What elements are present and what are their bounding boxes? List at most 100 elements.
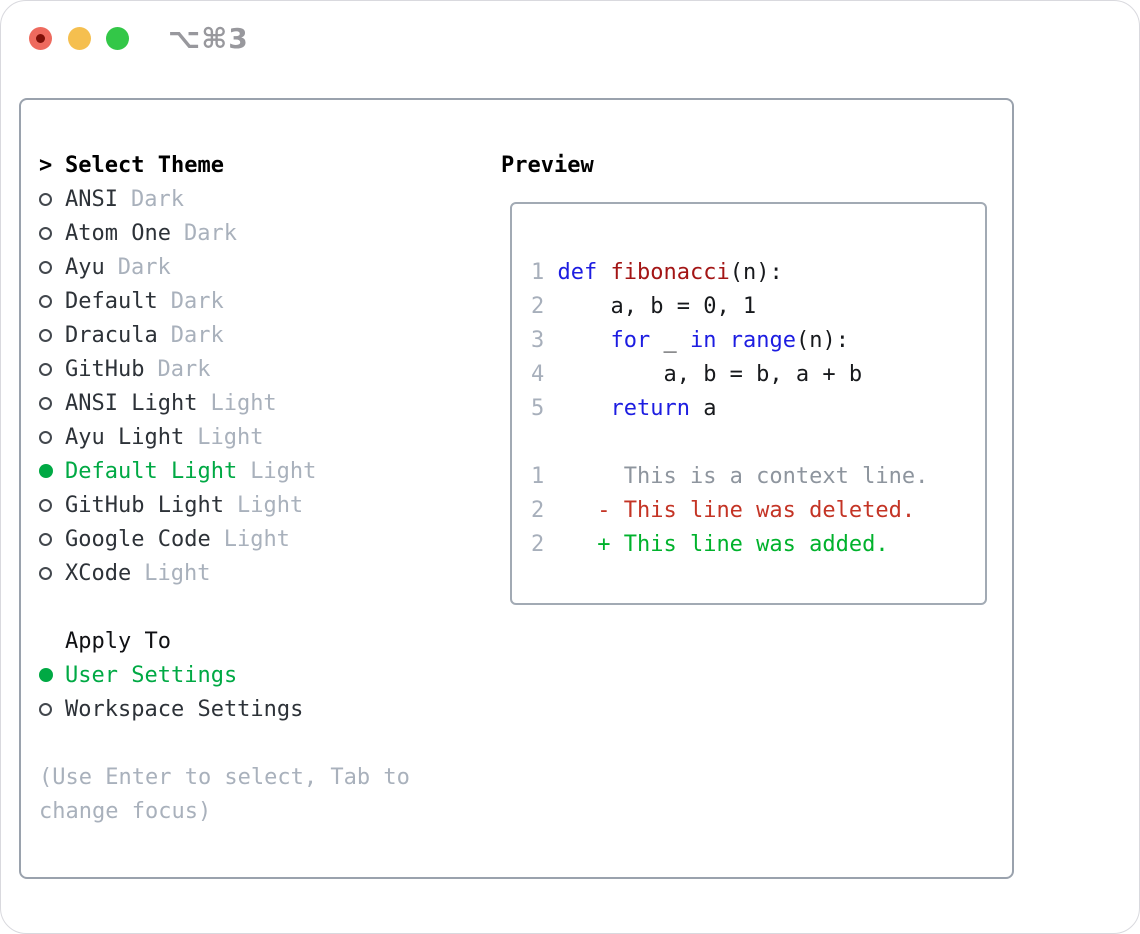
theme-option[interactable]: ANSI Dark: [39, 183, 410, 217]
theme-tag: Dark: [157, 357, 211, 382]
theme-option[interactable]: Atom One Dark: [39, 217, 410, 251]
code-token: [558, 396, 611, 421]
line-number: 2: [531, 294, 558, 319]
code-token: in: [689, 328, 717, 353]
theme-name: GitHub: [65, 357, 145, 382]
code-line: 3 for _ in range(n):: [531, 324, 985, 358]
spacer: [39, 727, 410, 761]
title-bar: ⌥⌘3: [1, 1, 1139, 77]
theme-name: Ayu: [65, 255, 105, 280]
radio-unselected-icon: [39, 217, 65, 251]
hint-text: change focus): [39, 799, 212, 824]
code-token: a, b = 0, 1: [557, 294, 757, 319]
code-token: [558, 328, 611, 353]
code-token: a, b = b, a + b: [557, 362, 863, 387]
code-token: - This line was deleted.: [557, 498, 916, 523]
radio-selected-icon: [39, 659, 65, 693]
theme-name: Default: [65, 289, 158, 314]
theme-name: Default Light: [65, 459, 238, 484]
theme-option[interactable]: Default Dark: [39, 285, 410, 319]
theme-name: ANSI: [65, 187, 118, 212]
line-number: 1: [531, 464, 558, 489]
radio-unselected-icon: [39, 251, 65, 285]
section-title: Select Theme: [65, 153, 224, 178]
line-number: 5: [531, 396, 558, 421]
radio-unselected-icon: [39, 489, 65, 523]
cursor-icon: >: [39, 153, 53, 178]
line-number: 1: [531, 260, 558, 285]
code-token: for: [610, 328, 651, 353]
theme-tag: Dark: [170, 289, 224, 314]
code-line: 1 def fibonacci(n):: [531, 256, 985, 290]
theme-tag: Light: [250, 459, 317, 484]
apply-option-label: Workspace Settings: [65, 697, 304, 722]
code-token: range: [729, 328, 796, 353]
preview-title: Preview: [501, 153, 594, 178]
radio-unselected-icon: [39, 421, 65, 455]
apply-option-workspace-settings[interactable]: Workspace Settings: [39, 693, 410, 727]
theme-name: Google Code: [65, 527, 211, 552]
theme-name: GitHub Light: [65, 493, 224, 518]
theme-name: ANSI Light: [65, 391, 198, 416]
theme-tag: Light: [236, 493, 304, 518]
code-token: fibonacci: [610, 260, 730, 285]
radio-unselected-icon: [39, 183, 65, 217]
theme-option[interactable]: Ayu Dark: [39, 251, 410, 285]
line-number: 3: [531, 328, 558, 353]
theme-tag: Dark: [183, 221, 237, 246]
select-theme-header: > Select Theme: [39, 149, 410, 183]
code-token: This is a context line.: [557, 464, 929, 489]
radio-unselected-icon: [39, 387, 65, 421]
code-token: return: [610, 396, 690, 421]
theme-option-selected[interactable]: Default Light Light: [39, 455, 410, 489]
theme-tag: Dark: [130, 187, 184, 212]
theme-name: Atom One: [65, 221, 171, 246]
radio-unselected-icon: [39, 353, 65, 387]
apply-option-label: User Settings: [65, 663, 238, 688]
close-button[interactable]: [29, 27, 52, 50]
radio-selected-icon: [39, 455, 65, 489]
diff-context-line: 1 This is a context line.: [531, 460, 985, 494]
apply-to-header: Apply To: [39, 625, 410, 659]
blank-line: [531, 426, 985, 460]
line-number: 2: [531, 532, 558, 557]
theme-name: XCode: [65, 561, 132, 586]
code-line: 2 a, b = 0, 1: [531, 290, 985, 324]
theme-option[interactable]: Ayu Light Light: [39, 421, 410, 455]
code-line: 4 a, b = b, a + b: [531, 358, 985, 392]
code-token: + This line was added.: [557, 532, 889, 557]
zoom-button[interactable]: [106, 27, 129, 50]
minimize-button[interactable]: [68, 27, 91, 50]
theme-tag: Light: [223, 527, 290, 552]
radio-unselected-icon: [39, 557, 65, 591]
code-line: 5 return a: [531, 392, 985, 426]
code-token: (n):: [729, 260, 783, 285]
radio-unselected-icon: [39, 523, 65, 557]
theme-option[interactable]: GitHub Light Light: [39, 489, 410, 523]
radio-unselected-icon: [39, 319, 65, 353]
theme-name: Ayu Light: [65, 425, 185, 450]
code-token: (n):: [795, 328, 849, 353]
line-number: 4: [531, 362, 558, 387]
theme-option[interactable]: GitHub Dark: [39, 353, 410, 387]
diff-added-line: 2 + This line was added.: [531, 528, 985, 562]
theme-tag: Light: [144, 561, 211, 586]
code-token: def: [557, 260, 598, 285]
line-number: 2: [531, 498, 558, 523]
radio-unselected-icon: [39, 285, 65, 319]
theme-tag: Light: [197, 425, 264, 450]
preview-box: 1 def fibonacci(n): 2 a, b = 0, 1 3 for …: [510, 202, 987, 605]
section-title: Apply To: [65, 629, 171, 654]
code-token: [597, 260, 610, 285]
code-token: _: [650, 328, 690, 353]
theme-option[interactable]: XCode Light: [39, 557, 410, 591]
theme-tag: Dark: [117, 255, 171, 280]
apply-option-user-settings[interactable]: User Settings: [39, 659, 410, 693]
theme-option[interactable]: Google Code Light: [39, 523, 410, 557]
code-token: a: [689, 396, 717, 421]
